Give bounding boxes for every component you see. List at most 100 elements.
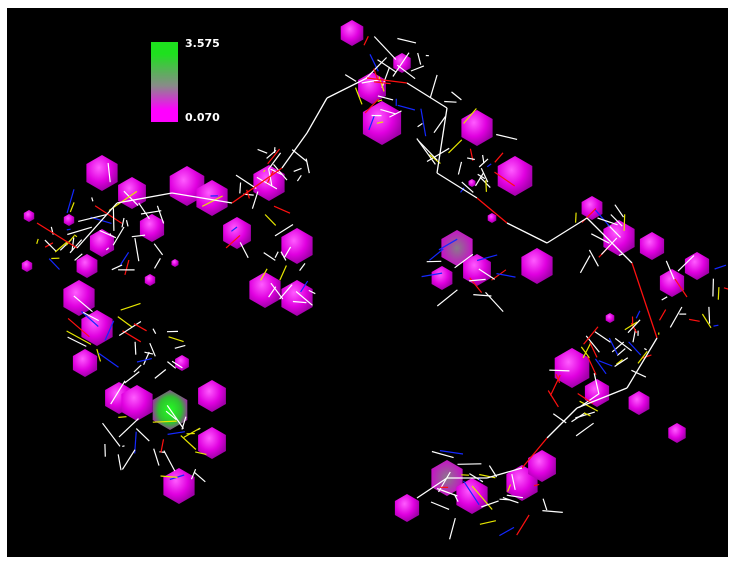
bond-line	[373, 68, 379, 80]
bond-line	[494, 152, 504, 163]
bond-line	[478, 268, 496, 280]
bond-line	[377, 59, 397, 73]
bond-line	[373, 81, 391, 85]
bond-line	[713, 324, 719, 327]
bond-line	[665, 260, 675, 280]
bond-line	[430, 501, 450, 510]
bond-line	[480, 167, 489, 183]
bond-line	[134, 341, 137, 355]
bond-line	[614, 357, 629, 368]
bond-line	[421, 272, 443, 278]
bond-line	[122, 445, 125, 447]
bond-line	[159, 451, 165, 453]
bond-line	[279, 265, 287, 281]
bond-line	[608, 337, 619, 356]
bond-line	[274, 223, 294, 237]
bond-line	[65, 235, 75, 246]
bond-line	[235, 174, 257, 190]
bond-line	[368, 114, 376, 131]
bond-line	[107, 162, 111, 183]
bond-line	[575, 212, 577, 223]
surface-blob	[63, 280, 95, 316]
bond-line	[420, 108, 427, 137]
molecule-viewport[interactable]: 3.575 0.070	[7, 8, 728, 557]
bond-line	[533, 483, 540, 487]
bond-line	[156, 205, 165, 224]
bond-line	[611, 341, 625, 353]
surface-blob	[121, 385, 153, 421]
bond-line	[417, 123, 423, 128]
bond-line	[600, 237, 618, 255]
bond-line	[482, 154, 485, 164]
backbone-bond	[281, 132, 308, 169]
surface-blob	[684, 252, 710, 280]
bond-line	[392, 52, 410, 77]
bond-line	[436, 487, 458, 497]
bond-line	[616, 348, 626, 356]
bond-line	[67, 226, 92, 236]
backbone-bond	[546, 217, 588, 244]
bond-line	[438, 238, 458, 251]
bond-line	[299, 263, 306, 271]
bond-line	[462, 480, 480, 506]
bond-line	[631, 369, 647, 378]
bond-line	[231, 226, 238, 232]
surface-blob	[528, 450, 556, 482]
bond-line	[118, 418, 139, 438]
bond-line	[460, 187, 465, 193]
bond-line	[610, 214, 623, 227]
surface-blob	[521, 248, 553, 284]
bond-line	[144, 351, 154, 355]
bond-line	[479, 176, 491, 189]
backbone-bond	[231, 167, 283, 204]
bond-line	[555, 373, 561, 384]
bond-line	[71, 237, 75, 251]
scale-max-label: 3.575	[185, 37, 220, 50]
bond-line	[496, 273, 516, 278]
surface-blob	[554, 348, 590, 388]
bond-line	[499, 498, 510, 501]
bond-line	[122, 330, 142, 343]
bond-line	[637, 350, 648, 364]
bond-line	[410, 65, 425, 72]
bond-line	[479, 473, 496, 479]
bond-line	[225, 234, 241, 249]
backbone-bond	[586, 217, 633, 264]
bond-line	[73, 295, 93, 313]
bond-line	[502, 497, 519, 504]
bond-line	[623, 214, 626, 231]
bond-line	[437, 471, 451, 493]
surface-blob	[198, 427, 226, 459]
bond-line	[457, 161, 463, 175]
bond-line	[124, 371, 140, 384]
bond-line	[120, 302, 141, 311]
bond-line	[73, 234, 78, 238]
bond-line	[105, 247, 110, 251]
bond-line	[123, 190, 139, 207]
bond-line	[125, 220, 129, 227]
bond-line	[121, 449, 136, 470]
scale-min-label: 0.070	[185, 111, 220, 124]
bond-line	[549, 369, 570, 372]
surface-blob	[461, 110, 493, 146]
bond-line	[190, 468, 197, 480]
bond-line	[69, 202, 75, 213]
bond-line	[436, 289, 458, 307]
bond-line	[688, 318, 700, 322]
surface-blob	[23, 210, 35, 222]
bond-line	[542, 510, 563, 513]
bond-line	[292, 300, 307, 304]
bond-line	[701, 313, 712, 329]
bond-line	[239, 242, 249, 259]
bond-line	[143, 351, 150, 365]
bond-line	[658, 309, 667, 321]
bond-line	[239, 182, 242, 194]
bond-line	[429, 248, 444, 261]
bond-line	[469, 278, 486, 282]
bond-line	[260, 268, 268, 281]
backbone-bond	[576, 387, 628, 409]
backbone-bond	[476, 197, 508, 224]
surface-blob	[175, 355, 189, 371]
surface-blob	[89, 229, 115, 257]
bond-line	[439, 450, 464, 455]
